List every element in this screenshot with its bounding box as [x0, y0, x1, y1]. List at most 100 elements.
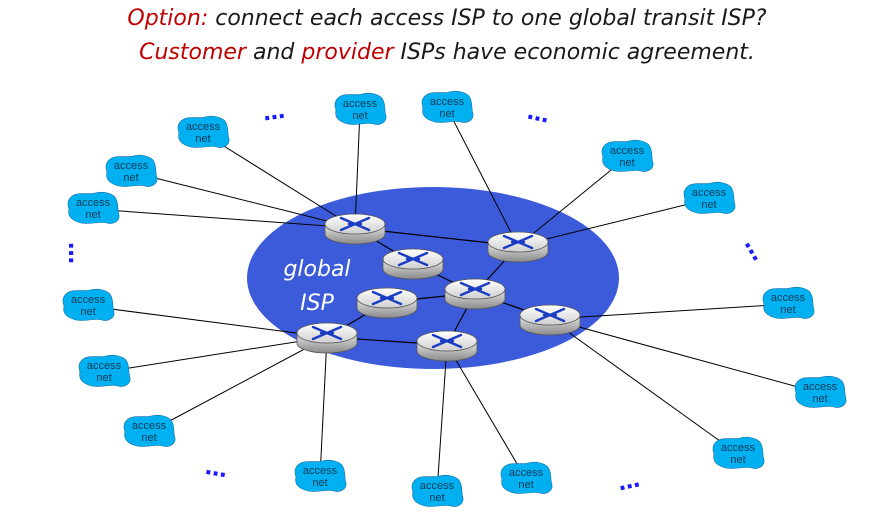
- and-text: and: [245, 40, 302, 65]
- access-net-label-2: net: [429, 492, 444, 504]
- access-link: [87, 305, 328, 338]
- access-networks: accessnetaccessnetaccessnetaccessnetacce…: [62, 90, 847, 507]
- access-net-label-2: net: [85, 209, 100, 221]
- router-icon: [459, 281, 491, 297]
- access-net-label-2: net: [701, 199, 716, 211]
- router: [324, 213, 386, 245]
- ellipsis-bottom-left: …: [203, 455, 229, 483]
- access-net-label: access: [87, 360, 122, 372]
- router-icon: [502, 234, 534, 250]
- provider-label: provider: [301, 40, 394, 65]
- cloud-icon: [294, 459, 347, 492]
- access-link: [549, 318, 821, 394]
- cloud-icon: [500, 461, 553, 494]
- ellipsis-bottom-right: …: [615, 467, 642, 496]
- access-net-label-2: net: [80, 306, 95, 318]
- access-net-label-2: net: [96, 372, 111, 384]
- router: [296, 322, 358, 354]
- cloud-icon: [78, 354, 131, 387]
- cloud-icon: [67, 191, 120, 224]
- title-line-1: Option: connect each access ISP to one g…: [0, 6, 894, 31]
- access-link: [517, 156, 628, 247]
- access-link: [436, 344, 448, 493]
- access-net-label-2: net: [312, 477, 327, 489]
- access-net-label: access: [71, 294, 106, 306]
- access-net-label: access: [610, 145, 645, 157]
- access-net-label-2: net: [730, 454, 745, 466]
- access-net-label-2: net: [619, 157, 634, 169]
- access-link: [202, 132, 356, 229]
- router-icon: [339, 216, 371, 232]
- cloud-icon: [762, 286, 815, 319]
- access-net-label: access: [803, 381, 838, 393]
- router-icon: [311, 325, 343, 341]
- access-link: [92, 208, 356, 229]
- access-net-label: access: [76, 197, 111, 209]
- router: [487, 231, 549, 263]
- access-net-label: access: [721, 442, 756, 454]
- router: [444, 278, 506, 310]
- access-net-label-2: net: [141, 432, 156, 444]
- global-isp-label-2: ISP: [300, 291, 334, 316]
- global-isp-label: global: [283, 257, 350, 282]
- ellipsis-right: …: [739, 234, 772, 266]
- router: [382, 248, 444, 280]
- cloud-icon: [683, 181, 736, 214]
- routers: [296, 213, 581, 362]
- router: [356, 287, 418, 319]
- cloud-icon: [712, 436, 765, 469]
- access-net-label: access: [420, 480, 455, 492]
- access-net-label-2: net: [780, 304, 795, 316]
- router-icon: [397, 251, 429, 267]
- access-net-label: access: [771, 292, 806, 304]
- access-link: [354, 109, 361, 229]
- cloud-icon: [334, 92, 387, 125]
- access-net-label-2: net: [123, 172, 138, 184]
- cloud-icon: [123, 414, 176, 447]
- access-net-label-2: net: [439, 108, 454, 120]
- access-link: [446, 344, 527, 480]
- title-line-1-text: connect each access ISP to one global tr…: [208, 6, 767, 31]
- cloud-icon: [601, 139, 654, 172]
- access-net-label: access: [692, 187, 727, 199]
- access-net-label-2: net: [195, 133, 210, 145]
- cloud-icon: [421, 90, 474, 123]
- access-net-label: access: [430, 96, 465, 108]
- cloud-icon: [411, 474, 464, 507]
- access-net-label-2: net: [352, 110, 367, 122]
- access-link: [549, 303, 789, 320]
- access-link: [446, 107, 519, 247]
- title-line-2-text: ISPs have economic agreement.: [393, 40, 755, 65]
- access-link: [319, 336, 328, 478]
- router-icon: [534, 307, 566, 323]
- router-icon: [431, 333, 463, 349]
- cloud-icon: [62, 288, 115, 321]
- access-link: [103, 336, 328, 373]
- access-link: [549, 318, 739, 455]
- access-net-label: access: [509, 467, 544, 479]
- router: [416, 330, 478, 362]
- access-net-label: access: [132, 420, 167, 432]
- cloud-icon: [105, 154, 158, 187]
- customer-label: Customer: [139, 40, 246, 65]
- access-net-label: access: [343, 98, 378, 110]
- option-label: Option:: [127, 6, 209, 31]
- access-net-label-2: net: [518, 479, 533, 491]
